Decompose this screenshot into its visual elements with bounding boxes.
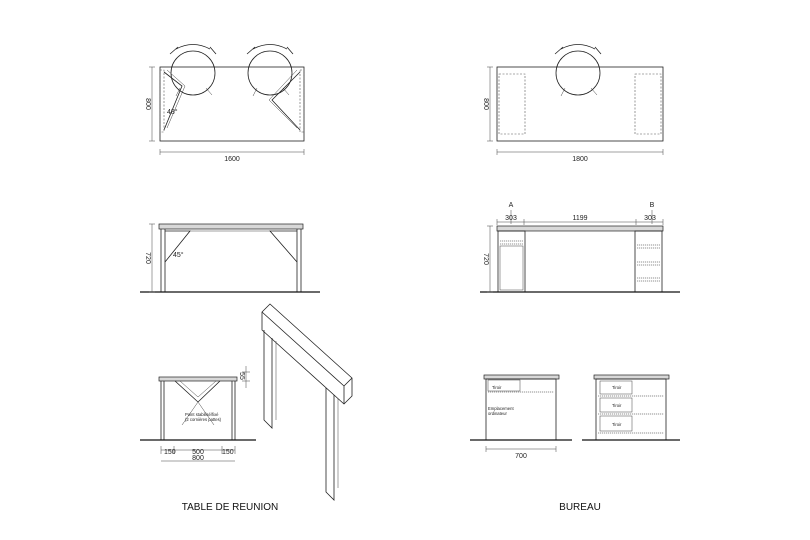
reunion-isometric-view: [261, 303, 353, 501]
reunion-plan-depth: 800: [144, 98, 151, 110]
bureau-b-drawer-1: Tiroir: [612, 385, 622, 390]
reunion-side-note-2: (2 cornières pattes): [185, 417, 222, 422]
title-bureau: BUREAU: [559, 502, 601, 513]
bureau-dim-left: 303: [505, 215, 517, 222]
bureau-a-width: 700: [515, 453, 527, 460]
chair-left: [169, 44, 217, 97]
chair-right: [246, 44, 294, 97]
bureau-section-b: Tiroir Tiroir Tiroir: [582, 374, 680, 441]
reunion-elevation-height: 720: [144, 252, 151, 264]
bureau-dim-right: 303: [644, 215, 656, 222]
bureau-marker-a: A: [509, 202, 514, 209]
reunion-side-dim-right: 150: [222, 449, 234, 456]
reunion-side-dim-total: 800: [192, 455, 204, 462]
bureau-section-a: Tiroir Emplacement ordinateur 700: [470, 374, 572, 460]
reunion-plan-angle: 48°: [167, 108, 178, 116]
title-table-reunion: TABLE DE REUNION: [182, 502, 279, 513]
bureau-b-drawer-3: Tiroir: [612, 422, 622, 427]
bureau-plan-length: 1800: [572, 156, 588, 163]
reunion-side-top-thickness: 55: [238, 372, 245, 380]
reunion-side-view: 55 Point stabilisé/fixé (2 cornières pat…: [140, 366, 256, 462]
bureau-a-computer-1: Emplacement: [488, 406, 514, 411]
bureau-elevation-height: 720: [482, 253, 489, 265]
reunion-top-elevation: [158, 223, 304, 230]
bureau-plan-view: 800 1800: [482, 44, 664, 163]
reunion-top-side: [158, 376, 238, 382]
bureau-top-plan: [496, 66, 664, 142]
bureau-marker-b: B: [650, 202, 655, 209]
reunion-elevation-angle: 45°: [173, 251, 184, 259]
bureau-b-drawer-2: Tiroir: [612, 403, 622, 408]
chair-bureau: [554, 44, 602, 97]
reunion-side-dim-center: 500: [192, 449, 204, 456]
reunion-side-note-1: Point stabilisé/fixé: [185, 412, 219, 417]
reunion-plan-depth-dimline: [149, 66, 155, 142]
reunion-plan-length-dimline: [159, 149, 305, 155]
reunion-plan-view: 800 48° 1600: [144, 44, 305, 163]
reunion-plan-length: 1600: [224, 156, 240, 163]
bureau-plan-depth: 800: [482, 98, 489, 110]
bureau-a-computer-2: ordinateur: [488, 411, 507, 416]
bureau-elevation-view: A B 303 1199 303 720: [480, 202, 680, 293]
bureau-dim-center: 1199: [572, 215, 587, 222]
reunion-table-top-plan: [159, 66, 305, 142]
reunion-side-dim-left: 150: [164, 449, 176, 456]
bureau-a-drawer-label: Tiroir: [492, 385, 502, 390]
reunion-elevation-view: 720 45°: [140, 223, 320, 293]
